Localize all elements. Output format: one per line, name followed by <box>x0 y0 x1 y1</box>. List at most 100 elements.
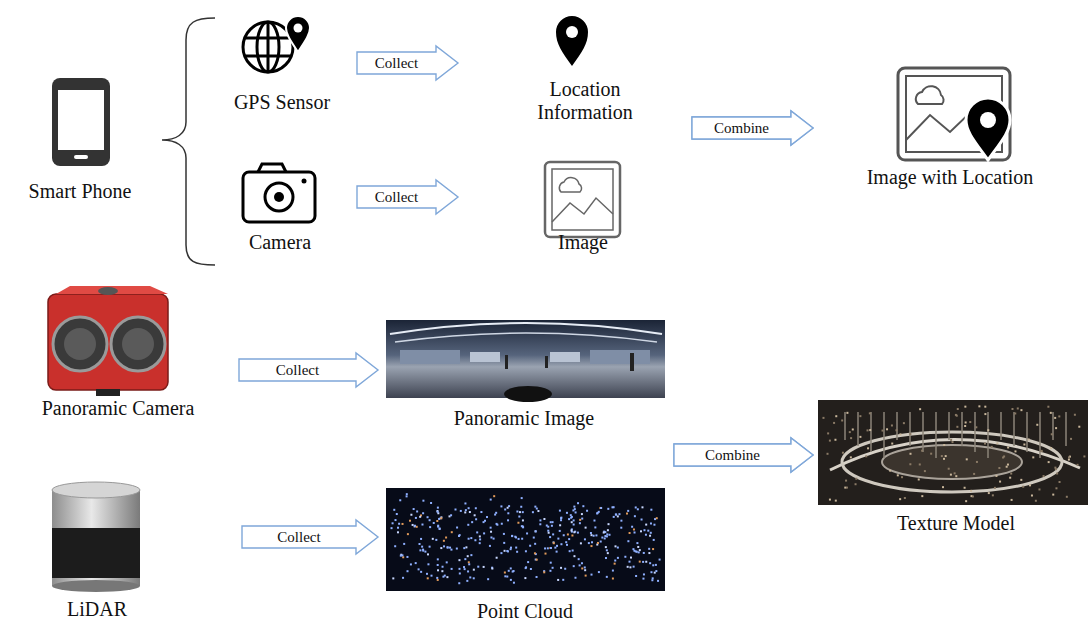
cloud-point <box>553 542 555 544</box>
model-point <box>1009 477 1011 479</box>
cloud-point <box>543 518 545 520</box>
cloud-point <box>560 517 562 519</box>
model-point <box>1083 455 1085 457</box>
arrow-label: Collect <box>373 190 420 205</box>
cloud-point <box>611 506 613 508</box>
cloud-point <box>653 524 655 526</box>
cloud-point <box>547 547 549 549</box>
cloud-point <box>606 535 608 537</box>
cloud-point <box>629 532 631 534</box>
model-point <box>827 432 829 434</box>
cloud-point <box>438 518 440 520</box>
model-point <box>1078 426 1080 428</box>
cloud-point <box>439 528 441 530</box>
cloud-point <box>416 510 418 512</box>
model-column <box>922 412 924 452</box>
cloud-point <box>571 516 573 518</box>
illustration-part <box>52 528 140 580</box>
cloud-point <box>451 531 453 533</box>
icon-node: Point Cloud <box>380 470 672 625</box>
model-point <box>827 453 829 455</box>
cloud-point <box>511 535 513 537</box>
cloud-point <box>525 566 527 568</box>
model-point <box>950 474 952 476</box>
cloud-point <box>582 505 584 507</box>
cloud-point <box>429 526 431 528</box>
cloud-point <box>618 513 620 515</box>
cloud-point <box>432 538 434 540</box>
model-point <box>850 437 852 439</box>
cloud-point <box>459 568 461 570</box>
cloud-point <box>567 533 569 535</box>
cloud-point <box>391 527 393 529</box>
illustration-part <box>552 169 613 230</box>
cloud-point <box>649 535 651 537</box>
model-point <box>1017 407 1019 409</box>
cloud-point <box>407 570 409 572</box>
model-point <box>1050 447 1052 449</box>
cloud-point <box>395 519 397 521</box>
cloud-point <box>645 524 647 526</box>
model-point <box>984 406 986 408</box>
model-point <box>867 447 869 449</box>
cloud-point <box>544 547 546 549</box>
cloud-point <box>647 530 649 532</box>
cloud-point <box>437 526 439 528</box>
cloud-point <box>571 535 573 537</box>
illustration-part <box>842 432 1062 492</box>
model-point <box>921 450 923 452</box>
model-point <box>909 463 911 465</box>
cloud-point <box>510 579 512 581</box>
model-point <box>869 429 871 431</box>
illustration-part <box>818 400 1088 505</box>
cloud-point <box>410 563 412 565</box>
cloud-point <box>535 530 537 532</box>
cloud-point <box>449 547 451 549</box>
model-point <box>921 495 923 497</box>
cloud-point <box>392 577 394 579</box>
illustration-part <box>395 333 657 342</box>
cloud-point <box>641 519 643 521</box>
cloud-point <box>470 554 472 556</box>
cloud-point <box>590 545 592 547</box>
model-column <box>883 412 885 458</box>
cloud-point <box>473 569 475 571</box>
location-pin-hole <box>566 26 578 38</box>
illustration-part <box>559 178 581 192</box>
cloud-point <box>437 579 439 581</box>
cloud-point <box>612 578 614 580</box>
node-label: Texture Model <box>897 512 1015 535</box>
cloud-point <box>593 535 595 537</box>
cloud-point <box>593 520 595 522</box>
illustration-part <box>122 328 154 360</box>
cloud-point <box>399 499 401 501</box>
cloud-point <box>507 507 509 509</box>
cloud-point <box>652 577 654 579</box>
cloud-point <box>451 568 453 570</box>
model-point <box>1058 415 1060 417</box>
model-point <box>964 425 966 427</box>
cloud-point <box>612 570 614 572</box>
cloud-point <box>573 531 575 533</box>
point-cloud-dots <box>391 493 661 584</box>
model-point <box>994 487 996 489</box>
cloud-point <box>463 566 465 568</box>
model-point <box>846 487 848 489</box>
cloud-point <box>459 572 461 574</box>
node-label: Camera <box>249 231 311 254</box>
cloud-point <box>507 550 509 552</box>
model-point <box>909 433 911 435</box>
cloud-point <box>650 571 652 573</box>
model-point <box>950 439 952 441</box>
model-point <box>943 458 945 460</box>
cloud-point <box>436 510 438 512</box>
model-point <box>1054 417 1056 419</box>
cloud-point <box>539 523 541 525</box>
model-point <box>1020 409 1022 411</box>
cloud-point <box>522 511 524 513</box>
cloud-point <box>629 566 631 568</box>
model-point <box>966 458 968 460</box>
cloud-point <box>548 532 550 534</box>
model-point <box>1035 500 1037 502</box>
